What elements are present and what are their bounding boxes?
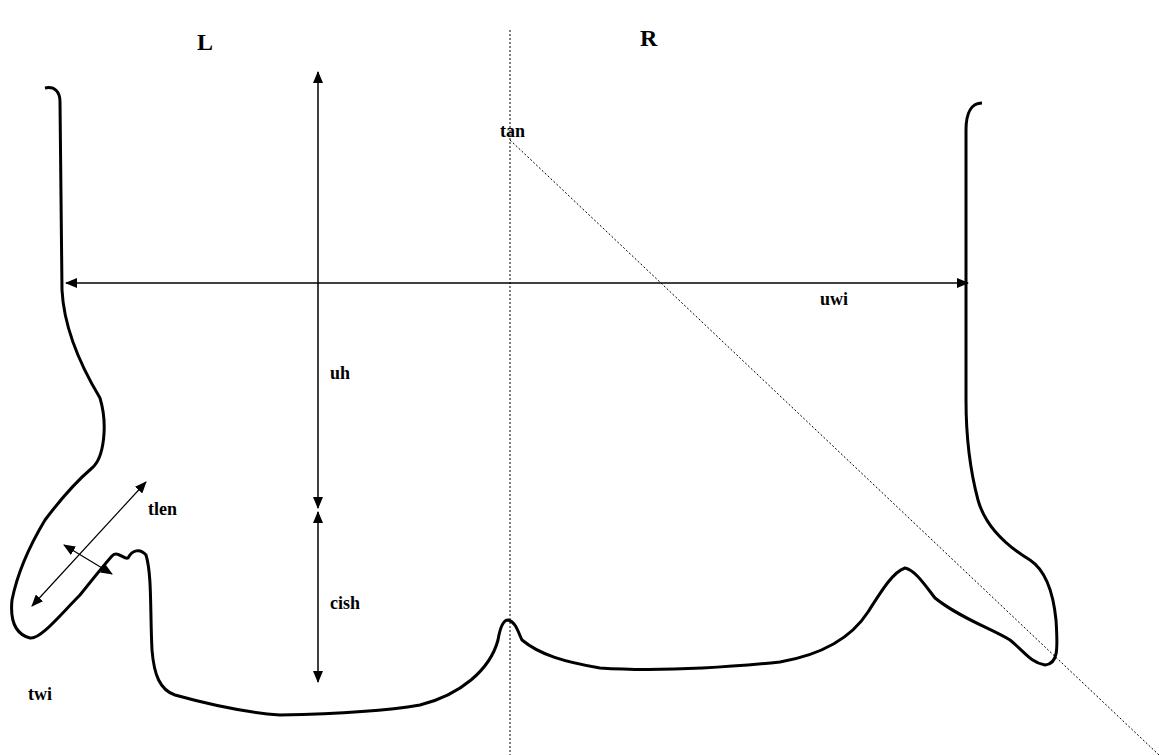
tangent-line bbox=[510, 140, 1159, 755]
measurement-label: uh bbox=[330, 364, 350, 382]
tlen-arrow bbox=[32, 482, 146, 606]
measurement-label: L bbox=[197, 30, 213, 54]
measurement-label: R bbox=[640, 26, 657, 50]
uh-arrow bbox=[317, 72, 319, 508]
measurement-label: twi bbox=[28, 685, 52, 703]
measurement-label: tlen bbox=[148, 500, 177, 518]
cish-arrow bbox=[317, 512, 319, 682]
measurement-label: cish bbox=[330, 594, 360, 612]
uwi-arrow bbox=[66, 282, 968, 284]
measurement-label: tan bbox=[500, 122, 525, 140]
tooth-outline bbox=[12, 88, 1057, 715]
measurement-label: uwi bbox=[820, 290, 848, 308]
twi-arrow bbox=[64, 545, 112, 574]
